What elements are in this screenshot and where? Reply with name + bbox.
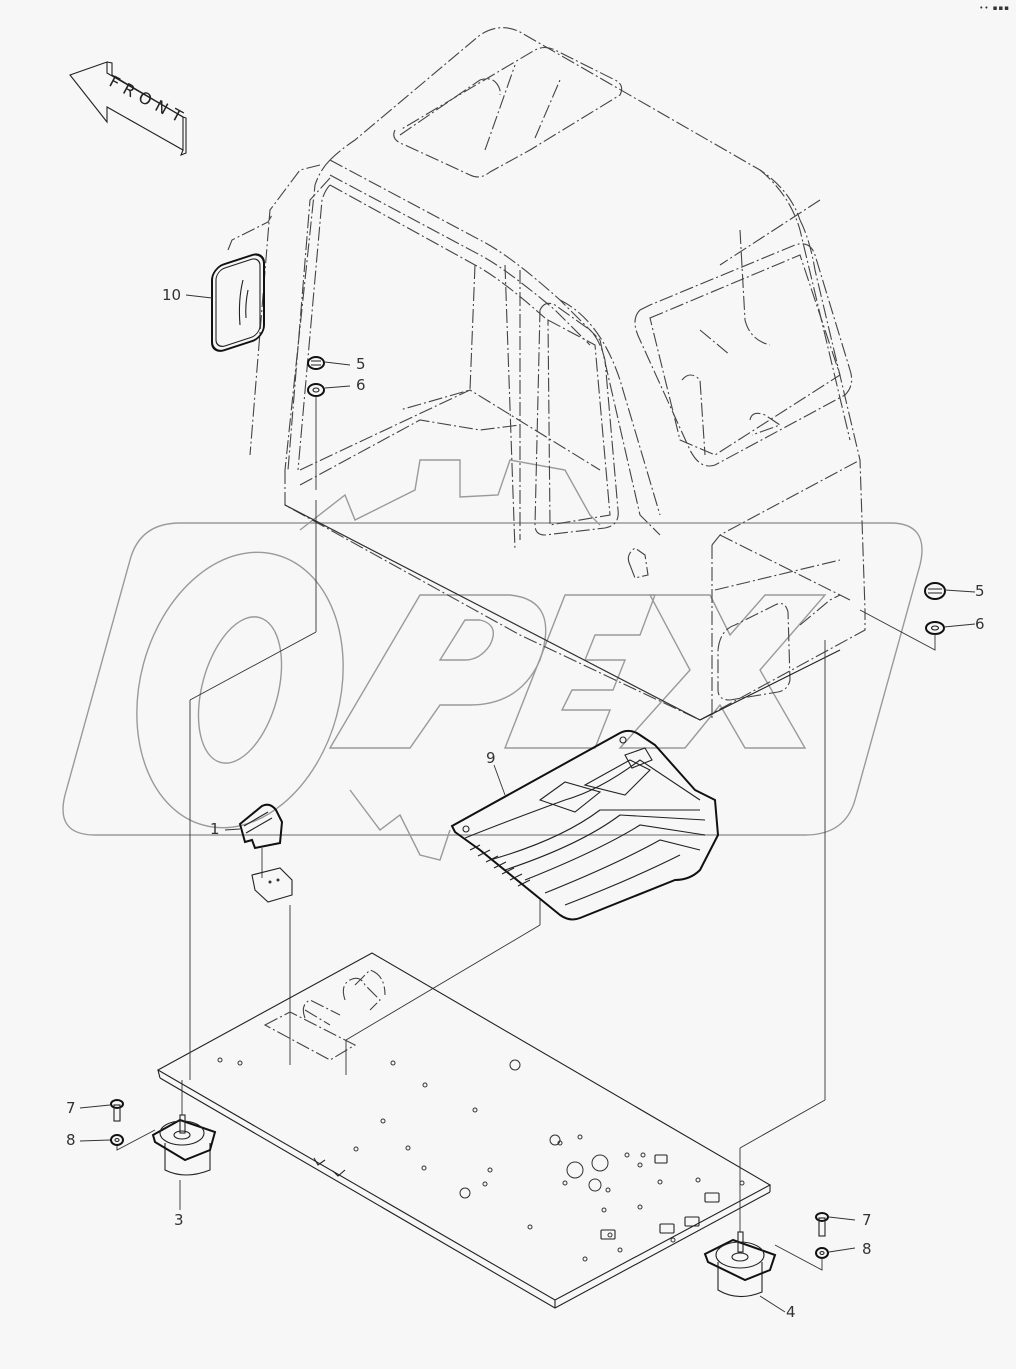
callout-1[interactable]: 1 [210,820,220,838]
floor-mat-part [450,729,720,921]
watermark-letter-x [618,594,827,749]
callout-6-upper[interactable]: 6 [356,376,366,394]
watermark-letter-e [503,594,657,749]
watermark-letter-o [136,551,344,829]
nut-washer-left [307,356,325,490]
watermark-banner [62,522,923,836]
callout-8-left[interactable]: 8 [66,1131,76,1149]
nut-washer-right [859,582,946,651]
cab-mount-left [151,500,317,1210]
mirror-part [211,214,273,352]
pedal-cover-part [238,803,293,1065]
callout-6-right[interactable]: 6 [975,615,985,633]
floor-plate [156,952,772,1309]
front-arrow-label: FRONT [106,72,186,126]
callout-5-right[interactable]: 5 [975,582,985,600]
front-arrow-icon: FRONT [69,61,187,156]
bolt-washer-right [774,1212,829,1271]
callout-9[interactable]: 9 [486,749,496,767]
bolt-washer-left [110,1099,156,1151]
cab-mount-right [703,640,826,1313]
corner-mark: •• ▪▪▪ [979,4,1010,12]
callout-10[interactable]: 10 [162,286,182,304]
watermark-gear [299,459,601,531]
callout-5-upper[interactable]: 5 [356,355,366,373]
callout-7-left[interactable]: 7 [66,1099,76,1117]
callout-7-right[interactable]: 7 [862,1211,872,1229]
callout-3[interactable]: 3 [174,1211,184,1229]
cab-frame [249,27,866,721]
watermark [62,459,923,861]
callout-8-right[interactable]: 8 [862,1240,872,1258]
callout-4[interactable]: 4 [786,1303,796,1321]
